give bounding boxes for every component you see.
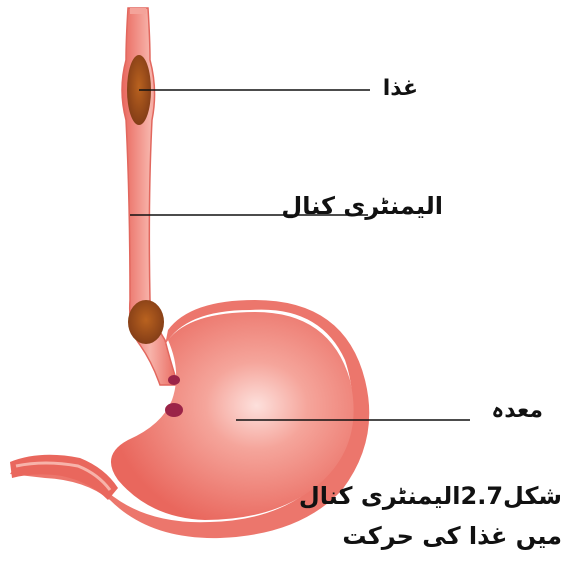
figure-caption: شکل2.7الیمنٹری کنال میں غذا کی حرکت [299,476,562,556]
food-bolus-middle [128,300,164,344]
caption-line1-rest: الیمنٹری کنال [299,482,461,510]
caption-number: 2.7 [461,482,504,510]
label-stomach: معدہ [491,398,543,423]
label-food: غذا [383,76,418,101]
label-alimentary-canal: الیمنٹری کنال [281,192,443,220]
caption-line-2: میں غذا کی حرکت [299,516,562,556]
food-particle [165,403,183,417]
food-particle [168,375,180,385]
caption-line-1: شکل2.7الیمنٹری کنال [299,476,562,516]
caption-prefix: شکل [503,482,562,510]
